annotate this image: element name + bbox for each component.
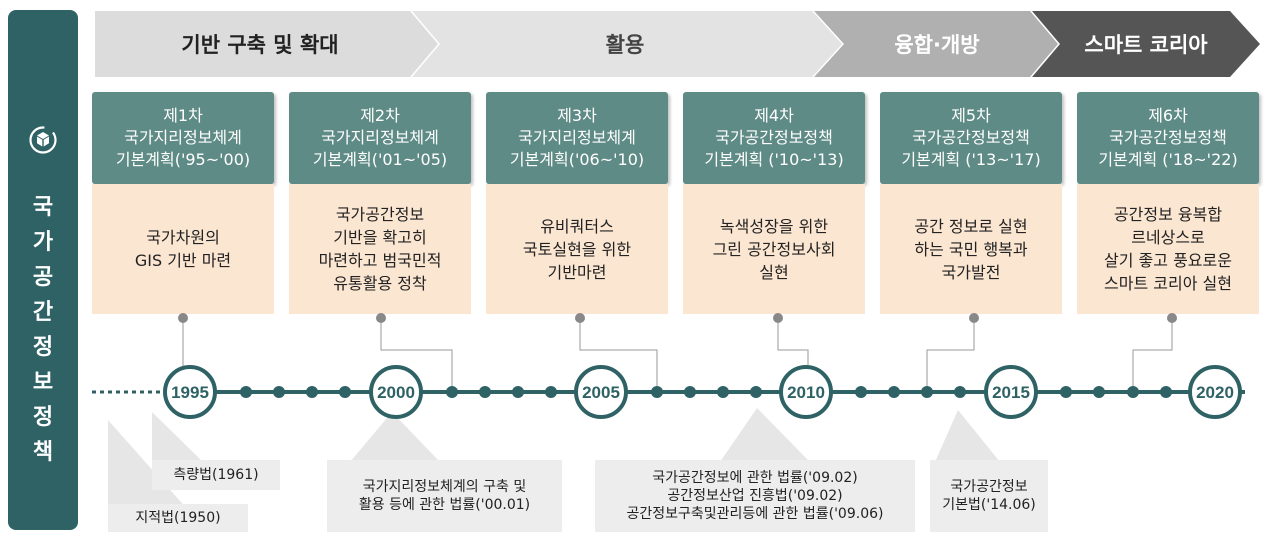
year-tick [339,386,351,398]
plan-name: 국가공간정보정책 [1109,128,1227,147]
plan-goal-3: 유비쿼터스 국토실현을 위한 기반마련 [486,184,668,314]
law-callout-pointer [152,412,203,462]
plan-period: 기본계획 ('18~'22) [1098,150,1238,169]
plan-number: 제6차 [1148,106,1188,125]
plan-header-6: 제6차 국가공간정보정책 기본계획 ('18~'22) [1077,92,1259,184]
connector [926,318,975,392]
year-tick [240,386,252,398]
law-callout-pointer [350,412,440,462]
year-label: 2010 [787,383,825,402]
year-label: 2005 [582,383,620,402]
connector [1132,318,1173,392]
year-tick [479,386,491,398]
plan-name: 국가지리정보체계 [321,128,439,147]
plan-period: 기본계획 ('10~'13) [704,150,844,169]
plan-number: 제2차 [360,106,400,125]
plan-name: 국가지리정보체계 [124,128,242,147]
year-tick [446,386,458,398]
connector-dot [773,313,783,323]
plan-period: 기본계획 ('13~'17) [901,150,1041,169]
law-box-1950: 지적법(1950) [108,504,248,532]
year-tick [855,386,867,398]
plan-goal-6: 공간정보 융복합 르네상스로 살기 좋고 풍요로운 스마트 코리아 실현 [1077,184,1259,314]
year-circle-2015 [984,365,1038,419]
plan-goal-2: 국가공간정보 기반을 확고히 마련하고 범국민적 유통활용 정착 [289,184,471,314]
year-label: 2000 [377,383,415,402]
plan-goal-1: 국가차원의 GIS 기반 마련 [92,184,274,314]
year-label: 1995 [171,383,209,402]
plan-goal-4: 녹색성장을 위한 그린 공간정보사회 실현 [683,184,865,314]
phase-label-3: 융합·개방 [894,33,980,57]
plan-goal-5: 공간 정보로 실현 하는 국민 행복과 국가발전 [880,184,1062,314]
cube-cycle-icon [29,126,57,154]
connector [380,318,453,392]
law-box-1961: 측량법(1961) [152,460,280,490]
phase-arrow-3 [814,11,1058,77]
year-circle-1995 [163,365,217,419]
plan-name: 국가지리정보체계 [518,128,636,147]
connector-dot [969,313,979,323]
phase-arrow-1 [95,11,438,77]
plan-period: 기본계획('95~'00) [115,150,251,169]
plan-header-5: 제5차 국가공간정보정책 기본계획 ('13~'17) [880,92,1062,184]
year-circle-2000 [369,365,423,419]
year-circle-2020 [1188,365,1242,419]
phase-label-4: 스마트 코리아 [1084,33,1208,57]
year-label: 2015 [992,383,1030,402]
year-tick [921,386,933,398]
connector-dot [575,313,585,323]
law-box-2000: 국가지리정보체계의 구축 및 활용 등에 관한 법률('00.01) [327,460,562,532]
year-tick [684,386,696,398]
year-tick [717,386,729,398]
plan-name: 국가공간정보정책 [912,128,1030,147]
plan-header-1: 제1차 국가지리정보체계 기본계획('95~'00) [92,92,274,184]
connector [777,318,809,368]
year-tick [1127,386,1139,398]
law-callout-pointer [935,410,1000,462]
plan-header-4: 제4차 국가공간정보정책 기본계획 ('10~'13) [683,92,865,184]
year-tick [1093,386,1105,398]
year-tick [306,386,318,398]
year-tick [750,386,762,398]
year-circle-2010 [779,365,833,419]
year-tick [545,386,557,398]
law-box-2014: 국가공간정보 기본법('14.06) [930,460,1048,532]
connector-dot [376,313,386,323]
year-tick [1160,386,1172,398]
year-label: 2020 [1196,383,1234,402]
plan-number: 제4차 [754,106,794,125]
plan-period: 기본계획('06~'10) [509,150,645,169]
year-tick [512,386,524,398]
phase-label-2: 활용 [605,33,645,57]
phase-arrows [95,11,1260,77]
connector-dot [1167,313,1177,323]
sidebar-title: 국 가 공 간 정 보 정 책 [32,195,54,465]
plan-header-3: 제3차 국가지리정보체계 기본계획('06~'10) [486,92,668,184]
plan-period: 기본계획('01~'05) [312,150,448,169]
plan-name: 국가공간정보정책 [715,128,833,147]
plan-number: 제5차 [951,106,991,125]
policy-sidebar: 국 가 공 간 정 보 정 책 [8,10,78,530]
year-circle-2005 [574,365,628,419]
phase-label-1: 기반 구축 및 확대 [181,33,339,57]
year-tick [273,386,285,398]
connector [579,318,658,392]
year-tick [954,386,966,398]
law-box-2009: 국가공간정보에 관한 법률('09.02) 공간정보산업 진흥법('09.02)… [595,460,915,532]
law-callout-pointer [720,408,810,462]
year-tick [888,386,900,398]
phase-arrow-4 [1032,11,1260,77]
year-tick [1060,386,1072,398]
phase-arrow-2 [412,11,842,77]
year-tick [651,386,663,398]
plan-number: 제1차 [163,106,203,125]
plan-number: 제3차 [557,106,597,125]
plan-header-2: 제2차 국가지리정보체계 기본계획('01~'05) [289,92,471,184]
connector-dot [178,313,188,323]
